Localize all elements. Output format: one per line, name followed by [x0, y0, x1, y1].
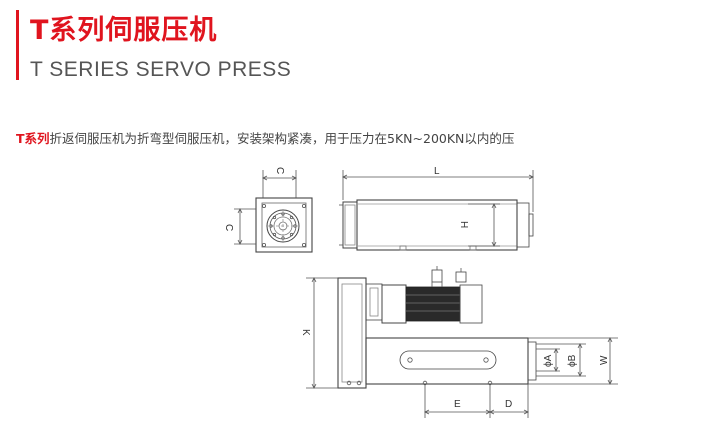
dim-label-l: L: [434, 166, 440, 177]
dim-label-c-top: C: [274, 167, 285, 174]
dim-label-w: W: [599, 355, 610, 365]
page-title: T系列伺服压机: [30, 15, 218, 46]
page-subtitle: T SERIES SERVO PRESS: [30, 58, 292, 81]
dim-label-d: D: [505, 399, 512, 410]
dim-label-h: H: [458, 221, 469, 228]
top-view: [306, 266, 618, 418]
dim-label-phi-b: ϕB: [567, 354, 578, 367]
description-highlight: T系列: [16, 131, 50, 146]
side-view: [339, 170, 534, 251]
dim-label-k: K: [300, 329, 311, 336]
description-text: 折返伺服压机为折弯型伺服压机，安装架构紧凑，用于压力在5KN~200KN以内的压: [49, 131, 515, 146]
dim-label-phi-a: ϕA: [543, 354, 554, 367]
product-description: T系列折返伺服压机为折弯型伺服压机，安装架构紧凑，用于压力在5KN~200KN以…: [16, 128, 514, 147]
front-view: [234, 170, 313, 253]
accent-bar: [16, 10, 19, 80]
dim-label-c-left: C: [223, 224, 234, 231]
dim-label-e: E: [454, 399, 461, 410]
technical-drawing: C C L H K ϕA ϕB W E D: [223, 166, 618, 418]
